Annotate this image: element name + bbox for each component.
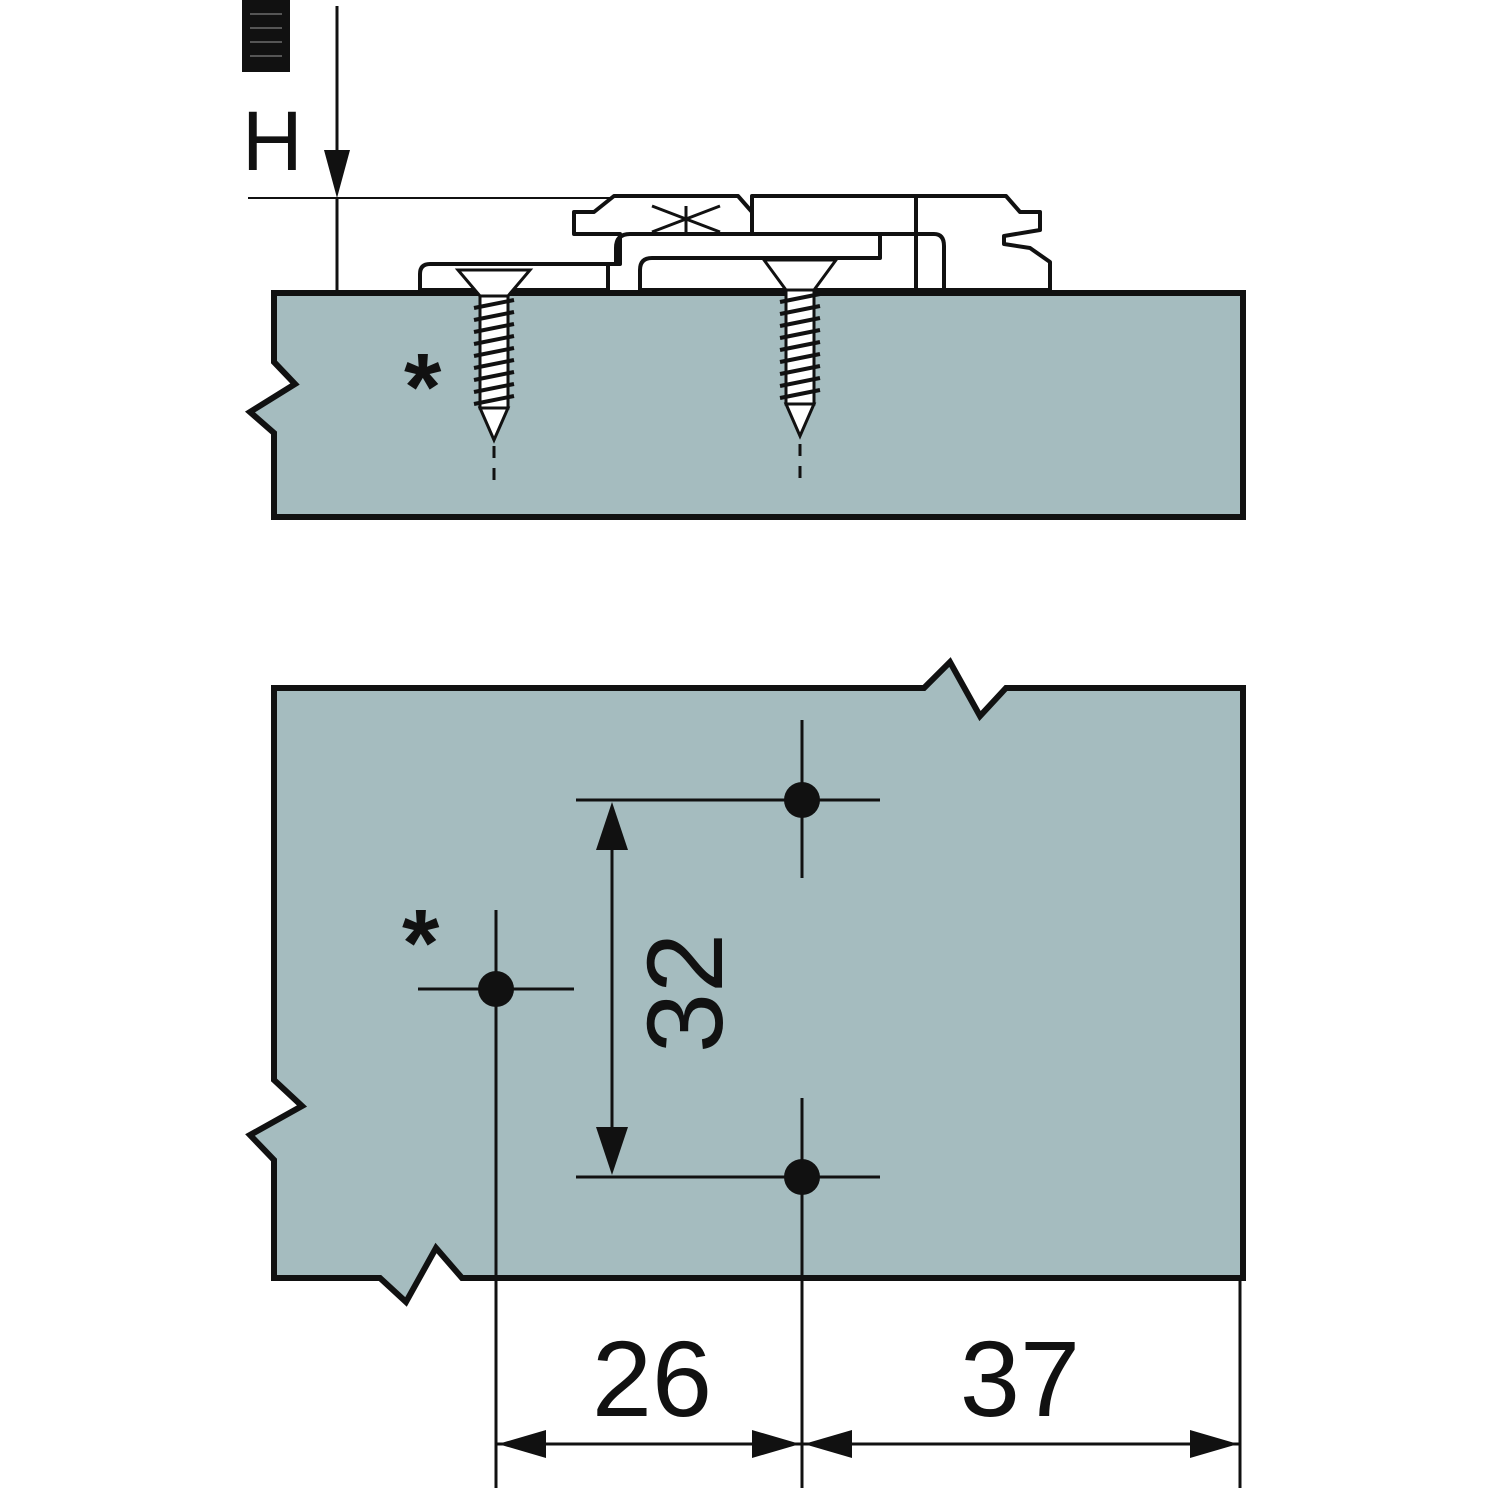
dim-37-arrow-right [1190, 1430, 1238, 1458]
drill-hole-icon [418, 910, 574, 1068]
dim-37-arrow-left [804, 1430, 852, 1458]
left-spacing-label: 26 [592, 1318, 712, 1439]
plan-panel [245, 657, 1246, 1307]
height-label: H [242, 94, 303, 188]
countersunk-screw-icon [454, 268, 534, 486]
right-spacing-label: 37 [960, 1318, 1080, 1439]
plan-view: * 32 26 37 [245, 657, 1246, 1488]
mounting-plate [418, 194, 1052, 292]
stacked-block-icon [242, 0, 290, 72]
cross-mark-icon [651, 204, 721, 234]
dim-32-arrow-top [596, 802, 628, 850]
dim-26-arrow-right [752, 1430, 800, 1458]
side-view: H [242, 0, 1246, 520]
side-panel [244, 290, 1246, 520]
asterisk-side-label: * [404, 334, 442, 441]
vertical-spacing-label: 32 [624, 933, 745, 1053]
dim-32-arrow-bottom [596, 1127, 628, 1175]
countersunk-screw-icon [761, 258, 839, 484]
dim-26-arrow-left [498, 1430, 546, 1458]
asterisk-top-label: * [402, 890, 440, 997]
height-arrow-down [324, 150, 350, 198]
